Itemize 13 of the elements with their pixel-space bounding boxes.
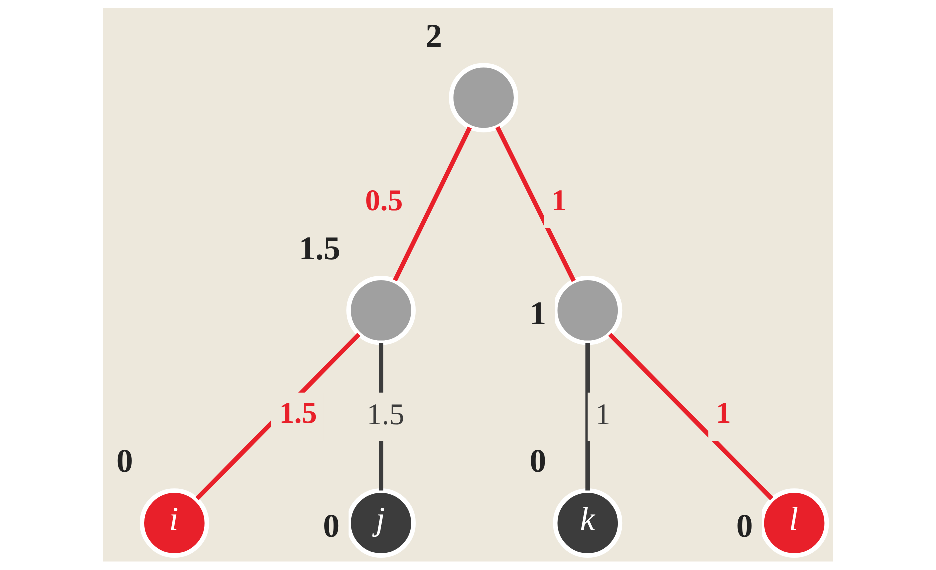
- node-label: 0: [323, 508, 340, 546]
- edge-label: 1: [595, 398, 611, 432]
- edge-label: 0.5: [365, 183, 404, 218]
- node-label: 0: [530, 443, 546, 480]
- node-label: 1: [530, 295, 546, 332]
- edge-label: 1.5: [366, 398, 405, 432]
- node-label: 2: [426, 18, 442, 55]
- node-label: 0: [736, 508, 754, 546]
- edge-label: 1.5: [279, 396, 318, 430]
- edge-label: 1: [716, 396, 732, 430]
- node-label: 1.5: [299, 230, 341, 268]
- node-label: 0: [116, 443, 134, 480]
- edge-label: 1: [552, 183, 567, 218]
